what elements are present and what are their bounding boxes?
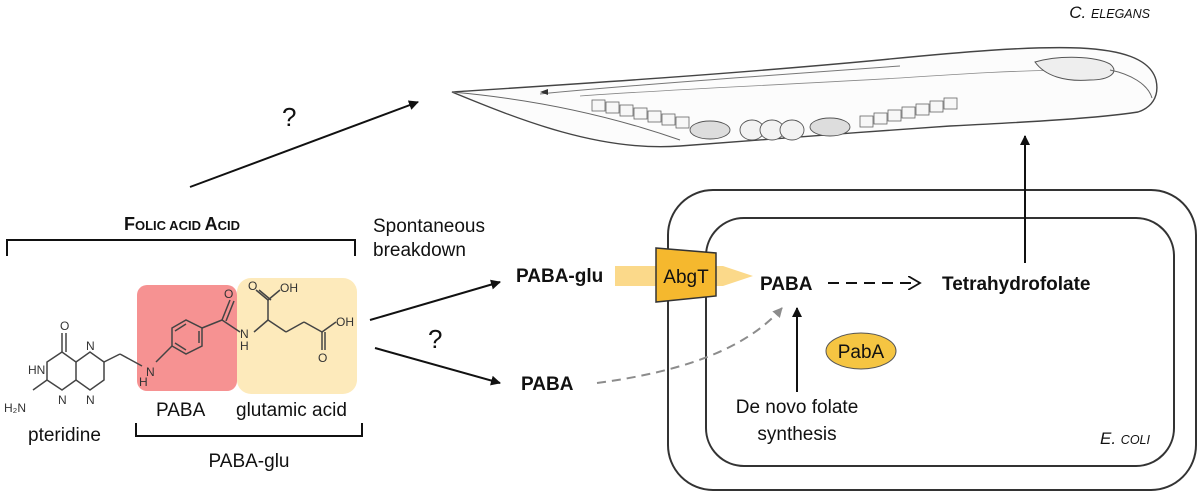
paba-enzyme-label: PabA — [838, 342, 885, 363]
pteridine-label: pteridine — [28, 425, 101, 446]
question-mark-1: ? — [282, 102, 296, 132]
glutamic-acid-label: glutamic acid — [236, 400, 347, 421]
arrow-paba-uptake-dashed — [596, 307, 783, 384]
abgt-label: AbgT — [663, 267, 709, 288]
paba-glu-outside: PABA-glu — [516, 266, 603, 287]
denovo-label-1: De novo folate — [736, 397, 859, 418]
atom-n4: N — [240, 327, 249, 341]
glutamic-highlight — [237, 278, 357, 394]
atom-oh2: OH — [336, 315, 354, 329]
tetrahydrofolate-label: Tetrahydrofolate — [942, 274, 1091, 295]
arrow-folic-to-worm — [189, 100, 419, 188]
worm-oocytes — [591, 97, 958, 129]
atom-o4: O — [318, 351, 327, 365]
atom-o1: O — [60, 319, 69, 333]
c-elegans-worm — [451, 46, 1158, 148]
c-elegans-label: C. ELEGANS — [1069, 3, 1150, 22]
paba-glu-molecule-label: PABA-glu — [209, 451, 290, 472]
denovo-label-2: synthesis — [757, 424, 836, 445]
spontaneous-label: Spontaneous — [373, 216, 485, 237]
atom-oh1: OH — [280, 281, 298, 295]
arrow-to-paba — [374, 347, 501, 386]
atom-nh: N — [146, 365, 155, 379]
atom-n2: N — [86, 393, 95, 407]
abgt-transporter — [655, 247, 717, 303]
paba-inside: PABA — [760, 274, 813, 295]
paba-molecule-label: PABA — [156, 400, 206, 421]
atom-o3: O — [248, 279, 257, 293]
ecoli-inner-membrane — [705, 217, 1175, 467]
ecoli-outer-membrane — [667, 189, 1197, 491]
paba-highlight — [137, 285, 237, 391]
arrow-to-paba-glu — [369, 279, 501, 321]
atom-h2: H — [240, 339, 249, 353]
folic-acid-bracket — [6, 239, 356, 256]
paba-outside: PABA — [521, 374, 574, 395]
breakdown-label: breakdown — [373, 240, 466, 261]
atom-h: H — [139, 375, 148, 389]
atom-n1: N — [86, 339, 95, 353]
paba-enzyme — [825, 332, 897, 370]
atom-n3: N — [58, 393, 67, 407]
question-mark-2: ? — [428, 324, 442, 354]
atom-h2n: H₂N — [4, 401, 26, 415]
atom-hn: HN — [28, 363, 45, 377]
paba-glu-bracket — [135, 423, 363, 437]
folic-acid-title: FOLIC ACID ACID — [124, 214, 240, 234]
atom-o2: O — [224, 287, 233, 301]
ecoli-label: E. COLI — [1100, 429, 1150, 448]
folic-acid-molecule: O HN N N N H₂N N H O N H OH O OH O — [4, 278, 357, 415]
worm-embryos — [689, 117, 851, 141]
